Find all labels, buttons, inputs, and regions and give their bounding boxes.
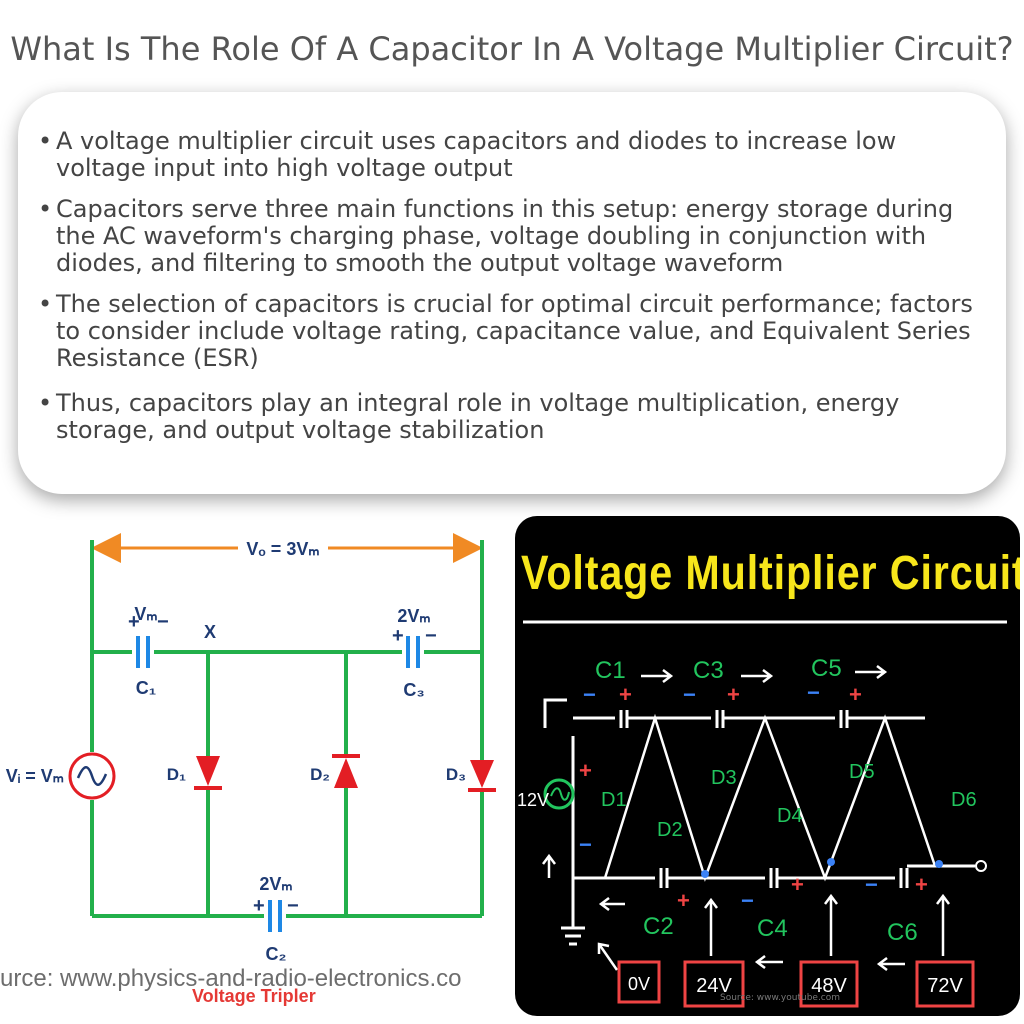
source-credit: urce: www.physics-and-radio-electronics.… [0, 965, 462, 992]
cap-label: C6 [887, 919, 918, 946]
diode-d3 [468, 760, 496, 792]
ac-source-icon [543, 778, 575, 810]
bullet-dot: • [38, 195, 53, 223]
svg-text:−: − [579, 832, 592, 857]
bullet-text: A voltage multiplier circuit uses capaci… [56, 127, 897, 182]
svg-text:+: + [791, 872, 804, 897]
c2-label: C₂ [266, 944, 287, 964]
c1-voltage: Vₘ [134, 604, 157, 624]
output-value: 0V [628, 974, 650, 994]
cap-label: C1 [595, 657, 626, 684]
node-dot [701, 870, 709, 878]
svg-text:−: − [865, 872, 878, 897]
c3-label: C₃ [403, 680, 424, 700]
node-dot [827, 858, 835, 866]
diagram-caption: Voltage Tripler [192, 986, 316, 1006]
bullet-item: •The selection of capacitors is crucial … [32, 291, 992, 372]
c2-plus: + [253, 895, 265, 917]
bullet-dot: • [38, 127, 53, 155]
c2-minus: − [287, 895, 299, 917]
bullet-list: •A voltage multiplier circuit uses capac… [32, 128, 992, 458]
flow-arrows [542, 665, 950, 971]
voltage-tripler-diagram: Vₒ = 3Vₘ + − Vₘ C₁ + − 2Vₘ C₃ + − [6, 533, 496, 964]
bullet-item: •Thus, capacitors play an integral role … [32, 390, 992, 444]
capacitor-c2 [264, 900, 286, 932]
output-value: 24V [696, 975, 732, 997]
panel-watermark: Source: www.youtube.com [720, 993, 841, 1003]
output-box-72v: 72V [915, 960, 975, 1008]
svg-text:+: + [619, 682, 632, 707]
bullet-text: Thus, capacitors play an integral role i… [56, 389, 900, 444]
diode-ladder [603, 713, 937, 882]
diode-label: D2 [657, 819, 683, 841]
svg-text:−: − [807, 680, 820, 705]
output-box-0v: 0V [617, 960, 661, 1004]
d2-label: D₂ [310, 765, 330, 784]
diode-d1 [194, 756, 222, 790]
top-rail [543, 698, 925, 728]
bullet-dot: • [38, 290, 53, 318]
c3-plus: + [392, 625, 404, 647]
diode-label: D4 [777, 805, 803, 827]
bottom-rail [561, 736, 987, 946]
diode-label: D1 [601, 789, 627, 811]
diode-label: D3 [711, 767, 737, 789]
input-voltage: 12V [517, 790, 549, 810]
bullet-item: •A voltage multiplier circuit uses capac… [32, 128, 992, 182]
chalkboard-drawing: 12V C1 C3 C5 C2 C4 C6 D1 D2 D3 D4 D5 D6 … [517, 620, 1007, 1008]
svg-text:+: + [727, 682, 740, 707]
bullet-text: Capacitors serve three main functions in… [56, 195, 954, 277]
output-value: 72V [927, 975, 963, 997]
summary-card [18, 92, 1006, 494]
output-voltage-label: Vₒ = 3Vₘ [246, 539, 319, 559]
input-voltage-label: Vᵢ = Vₘ [6, 766, 64, 786]
c3-minus: − [425, 625, 437, 647]
svg-text:−: − [741, 888, 754, 913]
bullet-dot: • [38, 389, 53, 417]
capacitor-c3 [402, 636, 424, 668]
multiplier-photo-panel: Voltage Multiplier Circuit [515, 516, 1020, 1016]
c1-minus: − [157, 611, 169, 633]
svg-text:+: + [579, 758, 592, 783]
svg-text:−: − [683, 682, 696, 707]
cap-label: C2 [643, 913, 674, 940]
cap-label: C3 [693, 657, 724, 684]
svg-text:+: + [849, 682, 862, 707]
diode-label: D6 [951, 789, 977, 811]
capacitor-c1 [132, 636, 154, 668]
output-value: 48V [811, 975, 847, 997]
c2-voltage: 2Vₘ [259, 874, 292, 894]
page-title: What Is The Role Of A Capacitor In A Vol… [10, 30, 1014, 68]
diode-d2 [332, 754, 360, 788]
output-box-48v: 48V [799, 960, 859, 1008]
c1-label: C₁ [136, 678, 156, 698]
panel-title: Voltage Multiplier Circuit [521, 547, 1020, 600]
d1-label: D₁ [167, 765, 186, 784]
svg-text:+: + [915, 872, 928, 897]
output-box-24v: 24V [683, 960, 745, 1008]
cap-label: C4 [757, 915, 788, 942]
circuit-wires [90, 540, 484, 918]
node-dot [935, 860, 943, 868]
bullet-text: The selection of capacitors is crucial f… [56, 290, 973, 372]
cap-label: C5 [811, 655, 842, 682]
d3-label: D₃ [446, 765, 466, 784]
bullet-item: •Capacitors serve three main functions i… [32, 196, 992, 277]
polarity-marks: −+ −+ −+ +− +− + +− [579, 680, 928, 913]
c1-plus: + [128, 611, 140, 633]
svg-text:−: − [583, 682, 596, 707]
svg-text:+: + [677, 888, 690, 913]
c3-voltage: 2Vₘ [397, 606, 430, 626]
diode-label: D5 [849, 761, 875, 783]
ac-source-icon [68, 752, 116, 800]
node-x-label: X [204, 622, 216, 642]
